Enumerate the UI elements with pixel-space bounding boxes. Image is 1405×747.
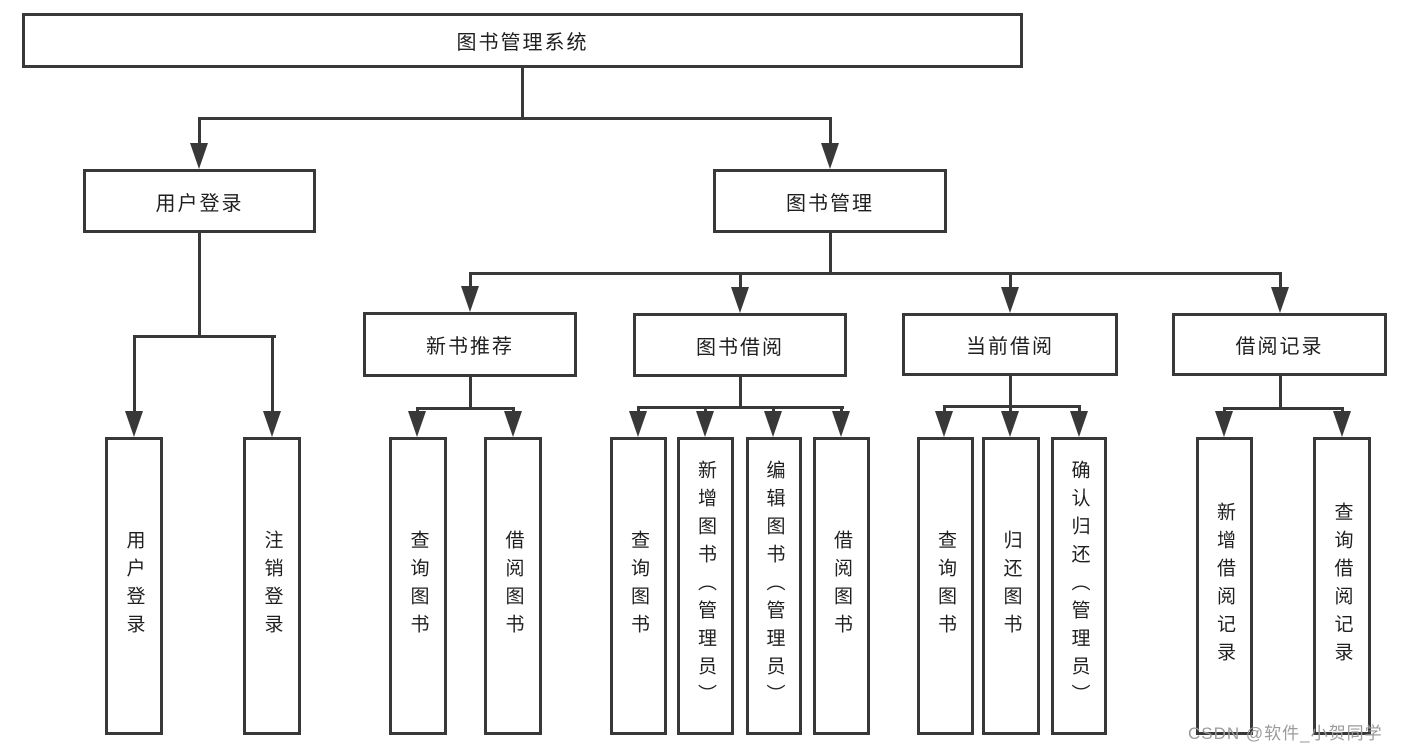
arrowhead-down-icon bbox=[125, 411, 143, 437]
connector-arrow-stem bbox=[828, 117, 832, 149]
connector-line bbox=[468, 272, 1282, 275]
connector-arrow-stem bbox=[270, 335, 274, 417]
leaf-edit-books-admin: 编辑图书（管理员） bbox=[746, 437, 802, 735]
leaf-confirm-return-admin: 确认归还（管理员） bbox=[1051, 437, 1107, 735]
node-new-book-recommend: 新书推荐 bbox=[363, 312, 577, 377]
leaf-label: 确认归还（管理员） bbox=[1068, 460, 1090, 712]
leaf-label: 归还图书 bbox=[1000, 530, 1022, 642]
node-root: 图书管理系统 bbox=[22, 13, 1023, 68]
connector-line bbox=[1222, 407, 1344, 410]
node-user-login-label: 用户登录 bbox=[155, 192, 244, 215]
leaf-return-books: 归还图书 bbox=[982, 437, 1040, 735]
arrowhead-down-icon bbox=[190, 143, 208, 169]
leaf-label: 新增借阅记录 bbox=[1214, 502, 1235, 670]
node-book-management-label: 图书管理 bbox=[786, 192, 874, 215]
arrowhead-down-icon bbox=[1333, 411, 1351, 437]
connector-line bbox=[738, 377, 742, 409]
arrowhead-down-icon bbox=[935, 411, 953, 437]
leaf-query-books-2: 查询图书 bbox=[610, 437, 667, 735]
leaf-logout: 注销登录 bbox=[243, 437, 301, 735]
node-borrowing-records: 借阅记录 bbox=[1172, 313, 1387, 376]
arrowhead-down-icon bbox=[408, 411, 426, 437]
arrowhead-down-icon bbox=[821, 143, 839, 169]
connector-line bbox=[197, 117, 832, 120]
arrowhead-down-icon bbox=[1215, 411, 1233, 437]
arrowhead-down-icon bbox=[263, 411, 281, 437]
arrowhead-down-icon bbox=[504, 411, 522, 437]
connector-line bbox=[636, 406, 844, 409]
connector-line bbox=[415, 407, 515, 410]
connector-line bbox=[1278, 376, 1282, 410]
csdn-watermark: CSDN @软件_小贺同学 bbox=[1188, 724, 1383, 743]
connector-arrow-stem bbox=[1008, 272, 1012, 293]
leaf-borrow-books-2: 借阅图书 bbox=[813, 437, 870, 735]
node-book-borrowing: 图书借阅 bbox=[633, 313, 847, 377]
arrowhead-down-icon bbox=[731, 287, 749, 313]
connector-arrow-stem bbox=[1278, 272, 1282, 293]
connector-line bbox=[132, 335, 276, 338]
leaf-label: 查询图书 bbox=[935, 530, 956, 642]
leaf-add-books-admin: 新增图书（管理员） bbox=[677, 437, 734, 735]
connector-line bbox=[520, 68, 524, 120]
arrowhead-down-icon bbox=[629, 411, 647, 437]
arrowhead-down-icon bbox=[832, 411, 850, 437]
arrowhead-down-icon bbox=[461, 286, 479, 312]
arrowhead-down-icon bbox=[696, 411, 714, 437]
arrowhead-down-icon bbox=[1001, 287, 1019, 313]
leaf-label: 注销登录 bbox=[261, 530, 283, 642]
node-new-book-recommend-label: 新书推荐 bbox=[426, 336, 514, 358]
leaf-label: 新增图书（管理员） bbox=[695, 460, 716, 712]
connector-line bbox=[942, 405, 1081, 408]
arrowhead-down-icon bbox=[1070, 411, 1088, 437]
connector-arrow-stem bbox=[468, 272, 472, 292]
leaf-label: 编辑图书（管理员） bbox=[763, 460, 785, 712]
node-user-login: 用户登录 bbox=[83, 169, 316, 233]
leaf-label: 查询图书 bbox=[407, 530, 429, 642]
connector-line bbox=[828, 233, 832, 275]
connector-line bbox=[468, 377, 472, 410]
leaf-query-books-1: 查询图书 bbox=[389, 437, 447, 735]
node-current-borrowing-label: 当前借阅 bbox=[966, 336, 1054, 358]
leaf-label: 查询借阅记录 bbox=[1331, 502, 1353, 670]
leaf-label: 借阅图书 bbox=[502, 530, 524, 642]
arrowhead-down-icon bbox=[764, 411, 782, 437]
arrowhead-down-icon bbox=[1001, 411, 1019, 437]
leaf-borrow-books-1: 借阅图书 bbox=[484, 437, 542, 735]
leaf-add-borrow-record: 新增借阅记录 bbox=[1196, 437, 1253, 735]
leaf-label: 用户登录 bbox=[123, 530, 145, 642]
connector-line bbox=[1008, 376, 1012, 408]
connector-arrow-stem bbox=[738, 272, 742, 293]
node-book-management: 图书管理 bbox=[713, 169, 947, 233]
leaf-user-login: 用户登录 bbox=[105, 437, 163, 735]
leaf-label: 借阅图书 bbox=[831, 530, 852, 642]
node-root-label: 图书管理系统 bbox=[456, 32, 589, 54]
leaf-query-books-3: 查询图书 bbox=[917, 437, 974, 735]
leaf-label: 查询图书 bbox=[628, 530, 649, 642]
leaf-query-borrow-record: 查询借阅记录 bbox=[1313, 437, 1371, 735]
connector-line bbox=[197, 233, 201, 338]
connector-arrow-stem bbox=[197, 117, 201, 149]
connector-arrow-stem bbox=[132, 335, 136, 417]
arrowhead-down-icon bbox=[1271, 287, 1289, 313]
node-current-borrowing: 当前借阅 bbox=[902, 313, 1118, 376]
node-borrowing-records-label: 借阅记录 bbox=[1235, 336, 1324, 358]
node-book-borrowing-label: 图书借阅 bbox=[696, 336, 784, 359]
